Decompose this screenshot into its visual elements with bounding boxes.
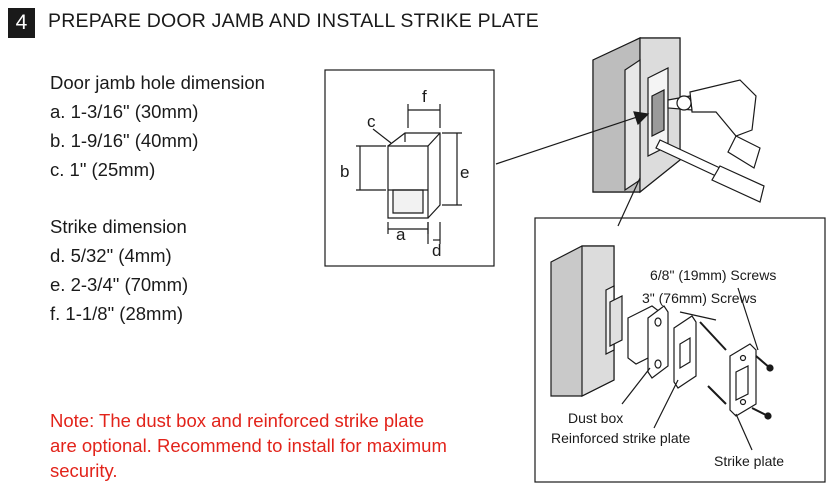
dimension-diagram [324, 69, 495, 267]
label-a: a [396, 225, 406, 244]
dimension-a: a. 1-3/16" (30mm) [50, 101, 199, 122]
step-title: PREPARE DOOR JAMB AND INSTALL STRIKE PLA… [48, 10, 539, 32]
label-reinforced-plate: Reinforced strike plate [551, 430, 691, 446]
strike-dimensions: Strike dimension d. 5/32" (4mm) e. 2-3/4… [50, 212, 188, 328]
label-screws-long: 3" (76mm) Screws [642, 290, 757, 306]
security-note: Note: The dust box and reinforced strike… [50, 410, 447, 481]
label-d: d [432, 241, 441, 260]
door-jamb-dimensions: Door jamb hole dimension a. 1-3/16" (30m… [50, 68, 265, 184]
label-strike-plate: Strike plate [714, 453, 784, 469]
dimension-b: b. 1-9/16" (40mm) [50, 130, 199, 151]
dimension-c: c. 1" (25mm) [50, 159, 156, 180]
dimension-f: f. 1-1/8" (28mm) [50, 303, 184, 324]
exploded-view-illustration [534, 217, 826, 483]
exploded-view-frame [534, 217, 826, 483]
strike-heading: Strike dimension [50, 216, 187, 237]
label-c: c [367, 112, 376, 131]
label-screws-short: 6/8" (19mm) Screws [650, 267, 776, 283]
label-b: b [340, 162, 349, 181]
door-jamb-heading: Door jamb hole dimension [50, 72, 265, 93]
label-dust-box: Dust box [568, 410, 623, 426]
dimension-diagram-frame [324, 69, 495, 267]
dimension-e: e. 2-3/4" (70mm) [50, 274, 189, 295]
dimension-d: d. 5/32" (4mm) [50, 245, 172, 266]
drilling-illustration [495, 37, 765, 227]
label-f: f [422, 87, 427, 106]
label-e: e [460, 163, 469, 182]
step-number-badge: 4 [8, 8, 35, 38]
